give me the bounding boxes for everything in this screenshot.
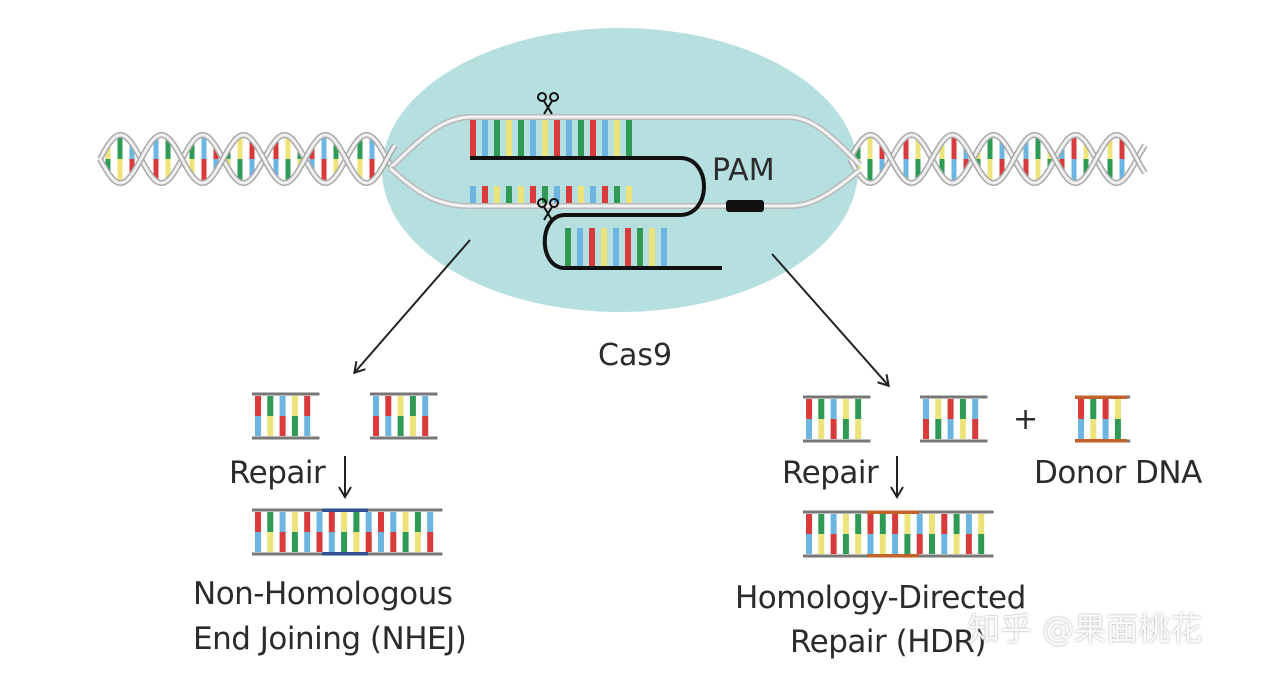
watermark: 知乎 @果面桃花: [968, 610, 1203, 648]
cas9-protein: [382, 28, 858, 312]
hdr-label-line2: Repair (HDR): [790, 624, 987, 660]
dna-fragment-nhej-right: [370, 392, 438, 440]
arrow-to-nhej: [353, 239, 471, 375]
unwound-dna: [387, 114, 863, 209]
guide-rna: [470, 156, 722, 270]
nhej-repaired-dna: [252, 508, 443, 556]
dna-fragment-nhej-left: [252, 392, 320, 440]
pam-marker: [726, 200, 764, 212]
hdr-label-line1: Homology-Directed: [735, 580, 1026, 616]
repair-label-left: Repair: [229, 455, 326, 491]
arrow-to-hdr: [771, 253, 890, 388]
plus-sign: +: [1013, 402, 1039, 437]
dna-fragment-hdr-right: [920, 395, 988, 443]
target-bases-top: [470, 120, 632, 156]
cas9-label: Cas9: [598, 338, 673, 373]
scissors-icon: [537, 92, 559, 115]
dna-helix-right: [847, 132, 1148, 186]
scissors-icon: [537, 198, 559, 221]
nhej-label-line1: Non-Homologous: [193, 576, 453, 612]
dna-helix-left: [97, 132, 398, 186]
hdr-repaired-dna: [803, 510, 994, 558]
pam-label: PAM: [712, 153, 775, 188]
donor-dna-label: Donor DNA: [1034, 455, 1202, 491]
repair-label-right: Repair: [782, 455, 879, 491]
nhej-label-line2: End Joining (NHEJ): [193, 621, 467, 657]
dna-fragment-hdr-left: [803, 395, 871, 443]
target-bases-bottom: [470, 186, 632, 203]
donor-dna-fragment: [1075, 395, 1131, 443]
guide-rna-bases: [565, 228, 667, 266]
